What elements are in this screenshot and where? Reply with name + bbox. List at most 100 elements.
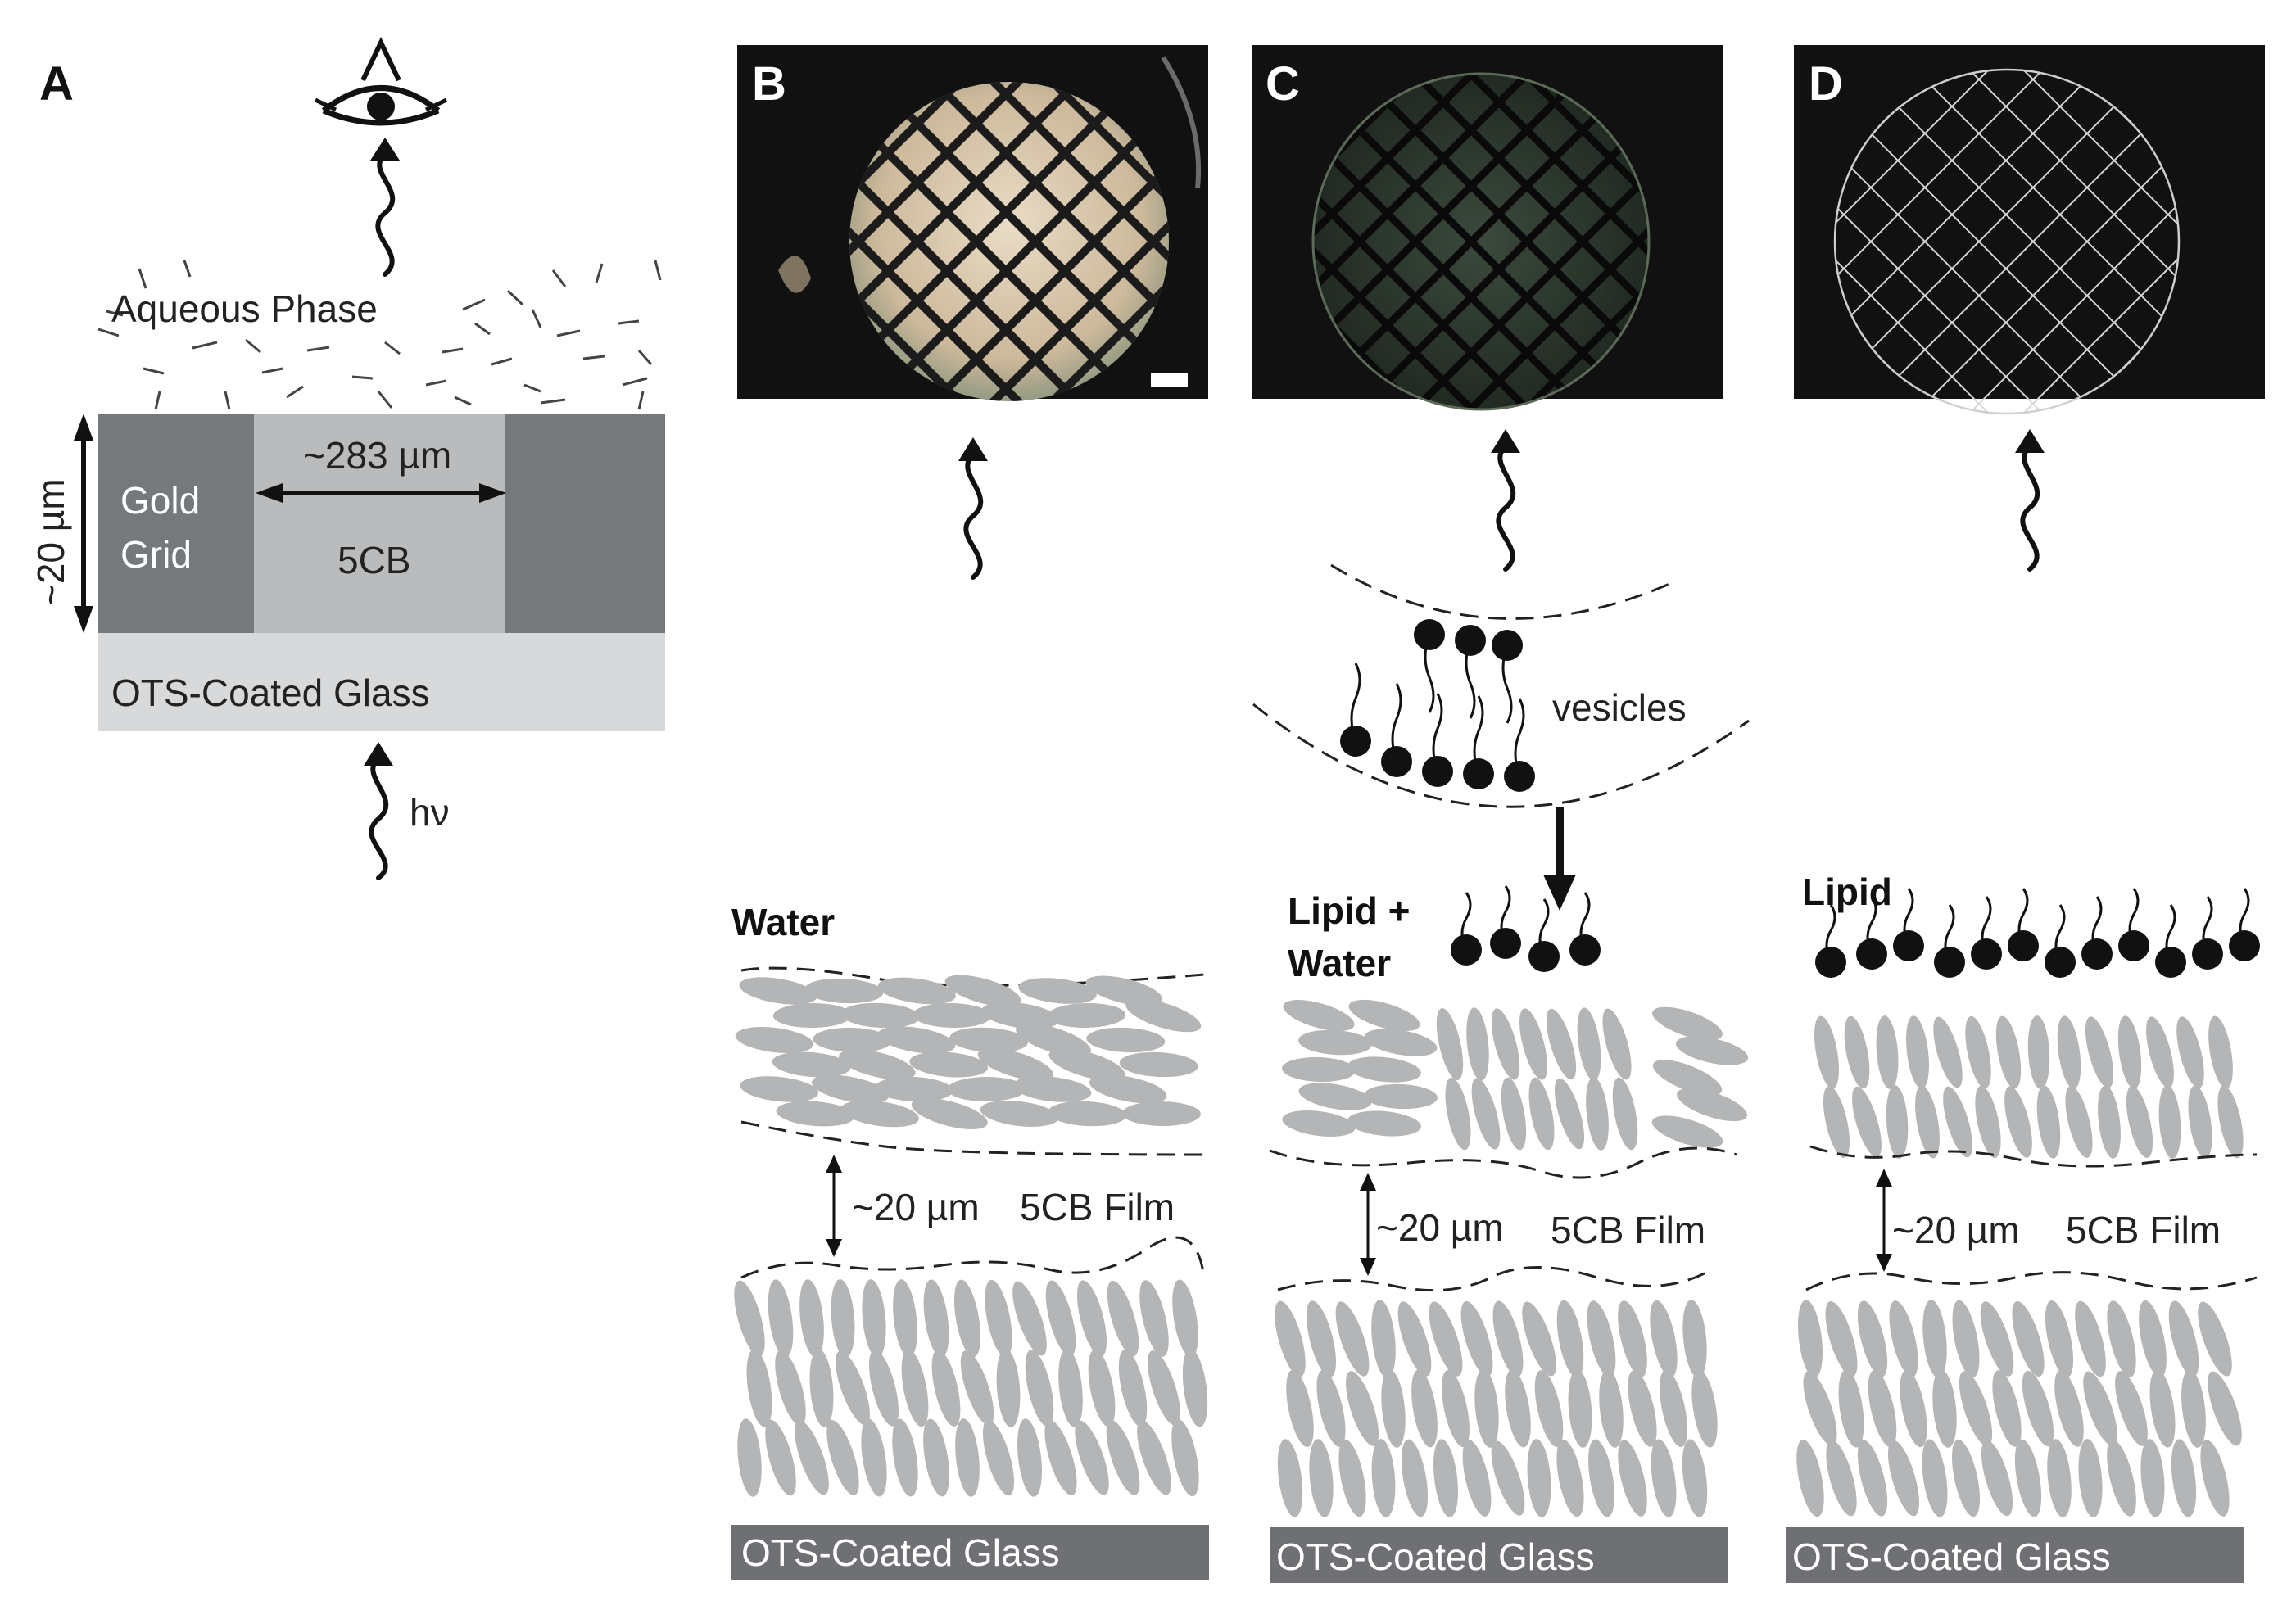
lc-molecule	[1491, 1008, 1520, 1080]
lc-molecule	[947, 1076, 1026, 1102]
lc-molecule	[1335, 1301, 1370, 1377]
lc-molecule	[931, 1350, 961, 1427]
surface-lipid-d-head	[2155, 947, 2186, 978]
vesicle-inner-lipid-head	[1340, 726, 1371, 757]
lc-molecule	[2045, 1300, 2074, 1378]
surface-lipid-d-head	[1815, 947, 1846, 978]
lc-molecule	[1651, 1115, 1723, 1148]
schematic-c: Lipid + Water ~20 µm 5CB Film OTS-Coated…	[1269, 885, 1749, 1583]
lc-molecule	[1148, 1350, 1180, 1426]
lc-molecule	[862, 1279, 886, 1358]
lc-molecule	[1086, 1027, 1166, 1053]
lc-molecule	[775, 1350, 806, 1427]
glass-label-b: OTS-Coated Glass	[741, 1531, 1060, 1574]
vesicle-inner-lipid-head	[1504, 761, 1535, 792]
lc-molecule	[836, 1350, 870, 1426]
lc-molecule	[1959, 1371, 1993, 1446]
lc-molecule	[1045, 1280, 1076, 1357]
lc-molecule	[795, 1420, 829, 1495]
lc-molecule	[1943, 1086, 1972, 1158]
lc-molecule	[831, 1279, 855, 1358]
lc-molecule	[2107, 1440, 2136, 1517]
lc-molecule	[1906, 1015, 1929, 1089]
lc-molecule	[1012, 1281, 1047, 1356]
schematic-b: Water ~20 µm 5CB Film OTS-Coated Glass	[731, 901, 1209, 1580]
lc-molecule	[1044, 1419, 1077, 1496]
lc-molecule	[901, 1349, 929, 1427]
lc-molecule	[2065, 1086, 2093, 1158]
lc-molecule	[955, 1418, 980, 1497]
lc-molecule	[1556, 1300, 1584, 1378]
lc-molecule	[1047, 1002, 1126, 1029]
light-wave-icon-b	[958, 437, 988, 580]
lc-molecule	[1675, 1036, 1749, 1065]
lc-molecule	[1048, 1101, 1127, 1127]
height-arrow	[74, 414, 93, 633]
lc-molecule	[2098, 1085, 2121, 1159]
lc-molecule	[1445, 1077, 1471, 1151]
lc-molecule	[1852, 1086, 1882, 1158]
lc-molecule	[1466, 1007, 1489, 1081]
lc-molecule	[1677, 1088, 1747, 1122]
lc-molecule	[1628, 1370, 1657, 1447]
lc-molecule	[1075, 1420, 1109, 1495]
lc-molecule	[2188, 1085, 2212, 1159]
lc-molecule	[840, 1100, 919, 1128]
lc-molecule	[1286, 1369, 1314, 1448]
lc-molecule	[1121, 1101, 1201, 1127]
surface-label-d: Lipid	[1802, 871, 1892, 913]
lc-molecule	[1016, 1023, 1091, 1057]
lc-molecule	[1995, 1015, 2022, 1089]
lc-molecule	[1017, 1418, 1042, 1497]
glass-label-a: OTS-Coated Glass	[111, 672, 430, 714]
lc-molecule	[1433, 1439, 1458, 1517]
surface-label-b: Water	[731, 901, 835, 943]
fusion-arrow	[1543, 807, 1576, 911]
lc-molecule	[1922, 1300, 1947, 1378]
lc-molecule	[1172, 1279, 1198, 1358]
vesicle-outer-lipid-head	[1414, 619, 1445, 650]
lc-label: 5CB	[337, 539, 410, 581]
surface-lipid-d-head	[2118, 930, 2149, 961]
lc-molecule	[734, 1280, 765, 1357]
lc-molecule	[1346, 1371, 1379, 1446]
lc-molecule	[2022, 1370, 2054, 1447]
thickness-label-b: ~20 µm	[852, 1186, 980, 1228]
light-wave-icon-c	[1491, 429, 1520, 572]
lc-molecule	[2149, 1369, 2176, 1448]
lc-molecule	[985, 1279, 1012, 1358]
lc-molecule	[1018, 978, 1097, 1004]
lc-molecule	[1660, 1369, 1687, 1448]
lc-molecule	[949, 1027, 1028, 1053]
lc-molecule	[911, 1098, 988, 1129]
lc-molecule	[1501, 1077, 1527, 1151]
lc-molecule	[861, 1418, 887, 1497]
lc-molecule	[1076, 1280, 1107, 1357]
lc-molecule	[909, 1051, 989, 1078]
surface-lipid-c-head	[1490, 928, 1521, 959]
vesicles-label: vesicles	[1552, 686, 1687, 729]
lc-molecule	[1371, 1300, 1396, 1378]
lc-molecule	[1528, 1077, 1555, 1151]
surface-label-c-line2: Water	[1288, 942, 1391, 984]
lc-molecule	[1442, 1369, 1470, 1448]
lc-molecule	[811, 1074, 890, 1104]
schematic-d: Lipid ~20 µm 5CB Film OTS-Coated Glass	[1786, 871, 2260, 1583]
lc-molecule	[877, 977, 956, 1005]
lc-molecule	[1471, 1078, 1501, 1150]
lc-molecule	[2200, 1440, 2230, 1517]
lc-molecule	[1436, 1008, 1464, 1080]
lc-molecule	[1618, 1440, 1647, 1517]
lc-molecule	[746, 1349, 772, 1427]
surface-label-c-line1: Lipid +	[1288, 889, 1411, 932]
panel-letter-a: A	[39, 57, 74, 111]
lc-molecule	[1568, 1369, 1592, 1448]
lc-molecule	[1347, 1110, 1421, 1137]
lc-molecule	[1857, 1440, 1888, 1517]
lc-molecule	[982, 1419, 1015, 1496]
lc-molecule	[1460, 1300, 1493, 1377]
aqueous-phase-molecules	[97, 260, 662, 410]
thickness-label-c: ~20 µm	[1376, 1206, 1504, 1249]
thickness-arrow-b	[826, 1155, 842, 1257]
lc-molecule	[804, 978, 884, 1004]
